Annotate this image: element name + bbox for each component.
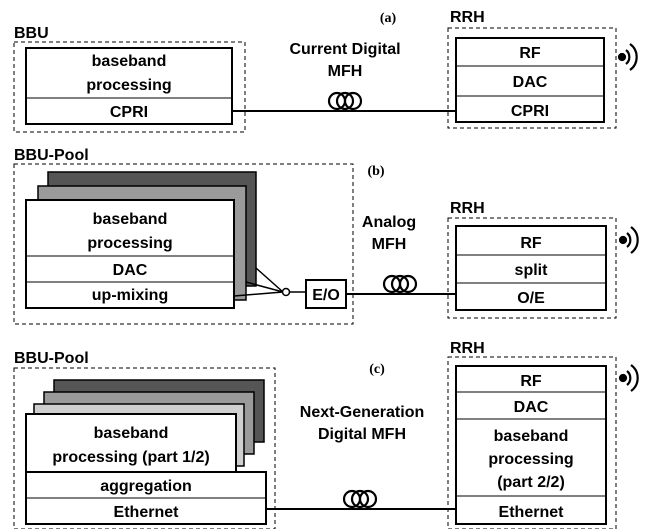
a-bbu-proc-line2: processing: [86, 77, 171, 94]
c-rrh-proc-line3: (part 2/2): [497, 474, 565, 491]
antenna-icon: [617, 43, 638, 71]
a-bbu-block: [25, 47, 233, 125]
panel-b-label: (b): [367, 164, 384, 179]
c-proc-line2: processing (part 1/2): [52, 449, 209, 466]
b-combiner-lines: [233, 267, 306, 297]
b-link-label-line2: MFH: [372, 236, 407, 253]
c-pool-container: [13, 367, 276, 529]
c-pool-title: BBU-Pool: [14, 350, 89, 367]
a-rrh-block: [455, 37, 605, 123]
a-rrh-cpri: CPRI: [511, 103, 549, 120]
a-rrh-container: [447, 27, 617, 129]
a-rrh-dac: DAC: [513, 74, 548, 91]
c-link-label-line1: Next-Generation: [300, 404, 424, 421]
antenna-icon: [618, 364, 639, 392]
c-rrh-proc-line1: baseband: [494, 428, 569, 445]
fiber-coil-icon: [342, 489, 378, 509]
a-link-label-line1: Current Digital: [289, 41, 400, 58]
b-rrh-oe: O/E: [517, 290, 545, 307]
b-pool-container: [13, 163, 354, 325]
c-aggregation: aggregation: [100, 478, 192, 495]
a-rrh-title: RRH: [450, 9, 485, 26]
a-link-label-line2: MFH: [328, 63, 363, 80]
c-rrh-proc-line2: processing: [488, 451, 573, 468]
a-bbu-cpri: CPRI: [110, 104, 148, 121]
b-pool-title: BBU-Pool: [14, 147, 89, 164]
a-bbu-container: [13, 41, 246, 133]
c-rrh-ethernet: Ethernet: [499, 504, 565, 521]
b-rrh-split: split: [515, 262, 549, 279]
b-rrh-rf: RF: [520, 235, 542, 252]
a-bbu-proc-line1: baseband: [92, 53, 167, 70]
c-link-label-line2: Digital MFH: [318, 426, 406, 443]
c-rrh-dac: DAC: [514, 399, 549, 416]
panel-a-label: (a): [380, 11, 397, 26]
b-bbu-card: [25, 199, 235, 309]
fiber-coil-icon: [382, 274, 418, 294]
c-rrh-title: RRH: [450, 340, 485, 357]
c-rrh-rf: RF: [520, 373, 542, 390]
a-bbu-title: BBU: [14, 25, 49, 42]
a-rrh-rf: RF: [519, 45, 541, 62]
b-eo-label: E/O: [312, 287, 340, 304]
c-proc-line1: baseband: [94, 425, 169, 442]
antenna-icon: [618, 226, 639, 254]
b-rrh-title: RRH: [450, 200, 485, 217]
b-proc-line1: baseband: [93, 211, 168, 228]
c-ethernet: Ethernet: [114, 504, 180, 521]
panel-c-label: (c): [369, 362, 385, 377]
b-proc-line2: processing: [87, 235, 172, 252]
b-link-label-line1: Analog: [362, 214, 416, 231]
b-upmix: up-mixing: [92, 287, 168, 304]
b-dac: DAC: [113, 262, 148, 279]
fiber-coil-icon: [327, 91, 363, 111]
c-rrh-container: [447, 356, 617, 529]
b-rrh-container: [447, 217, 617, 319]
b-rrh-block: [455, 225, 607, 311]
